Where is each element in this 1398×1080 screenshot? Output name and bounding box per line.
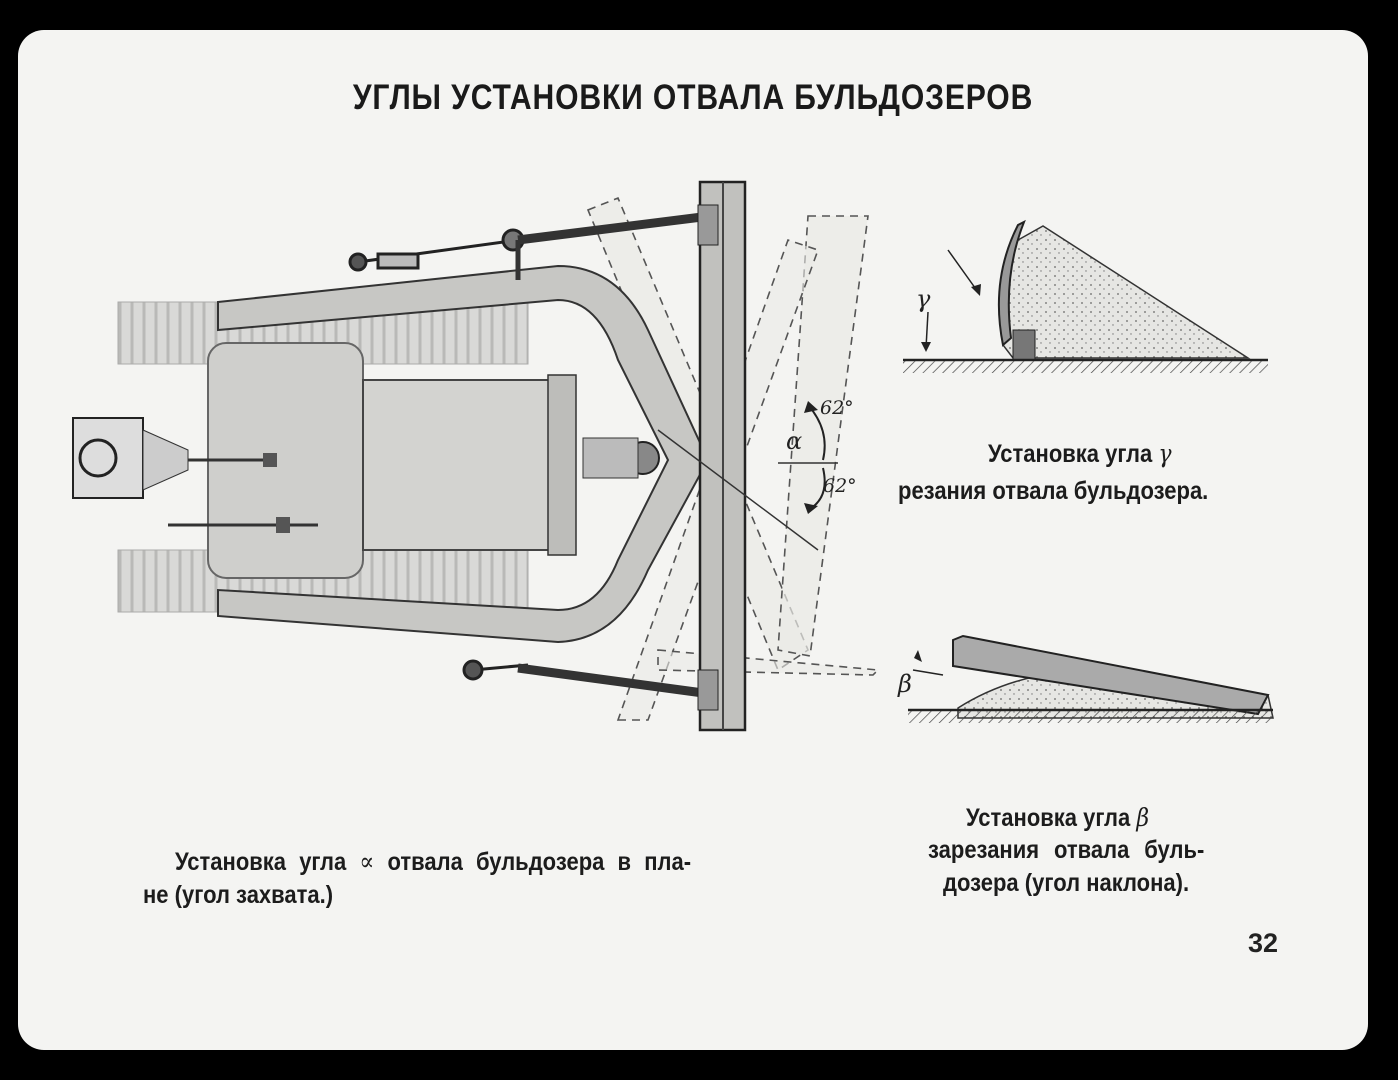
beta-diagram: [908, 634, 1274, 723]
push-frame: [217, 264, 710, 644]
gamma-blade: [997, 219, 1026, 347]
angle-upper-label: 62°: [820, 397, 854, 419]
alpha-caption-line2: не (угол захвата.): [143, 881, 334, 909]
lower-push-arm: [517, 663, 719, 700]
gamma-symbol: γ: [916, 285, 931, 313]
gamma-diagram: [903, 219, 1268, 373]
gamma-soil-prism: [999, 225, 1251, 359]
beta-caption-line3: дозера (угол наклона).: [943, 869, 1190, 897]
gamma-caption: Установка угла γ: [988, 439, 1172, 468]
slide: УГЛЫ УСТАНОВКИ ОТВАЛА БУЛЬДОЗЕРОВ: [18, 30, 1368, 1050]
upper-push-arm: [517, 210, 719, 245]
beta-caption-line2: зарезания отвала буль-: [928, 836, 1205, 864]
gamma-caption-line2: резания отвала бульдозера.: [898, 477, 1209, 505]
slide-title: УГЛЫ УСТАНОВКИ ОТВАЛА БУЛЬДОЗЕРОВ: [352, 78, 1034, 117]
upper-cylinder: [348, 228, 525, 272]
beta-ground-hatch: [908, 711, 1273, 723]
rear-winch: [72, 417, 144, 499]
bulldozer-plan-drawing: [72, 180, 1274, 732]
angle-lower-label: 62°: [823, 475, 857, 497]
gamma-ground-hatch: [903, 361, 1268, 373]
alpha-caption: Установка угла ∝ отвала бульдозера в пла…: [175, 847, 692, 876]
beta-caption: Установка угла β: [966, 803, 1150, 832]
alpha-symbol: α: [786, 427, 803, 455]
cab-block: [362, 379, 559, 551]
beta-symbol: β: [898, 670, 912, 698]
page-number: 32: [1248, 928, 1279, 958]
beta-blade: [952, 634, 1270, 716]
